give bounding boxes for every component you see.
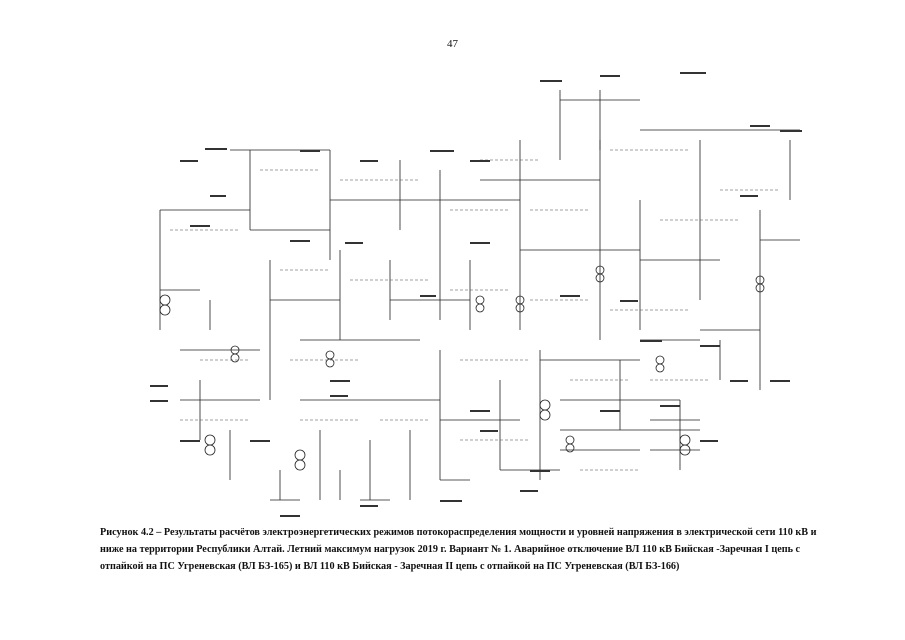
figure-caption-line-1: Рисунок 4.2 – Результаты расчётов электр… bbox=[100, 527, 793, 538]
figure-caption: Рисунок 4.2 – Результаты расчётов электр… bbox=[100, 524, 830, 575]
figure-caption-line-2: кВ и ниже на территории Республики Алтай… bbox=[100, 527, 817, 555]
figure-caption-line-3: отпайкой на ПС Угреневская (ВЛ БЗ-165) и… bbox=[100, 561, 680, 572]
page-number: 47 bbox=[447, 38, 458, 50]
